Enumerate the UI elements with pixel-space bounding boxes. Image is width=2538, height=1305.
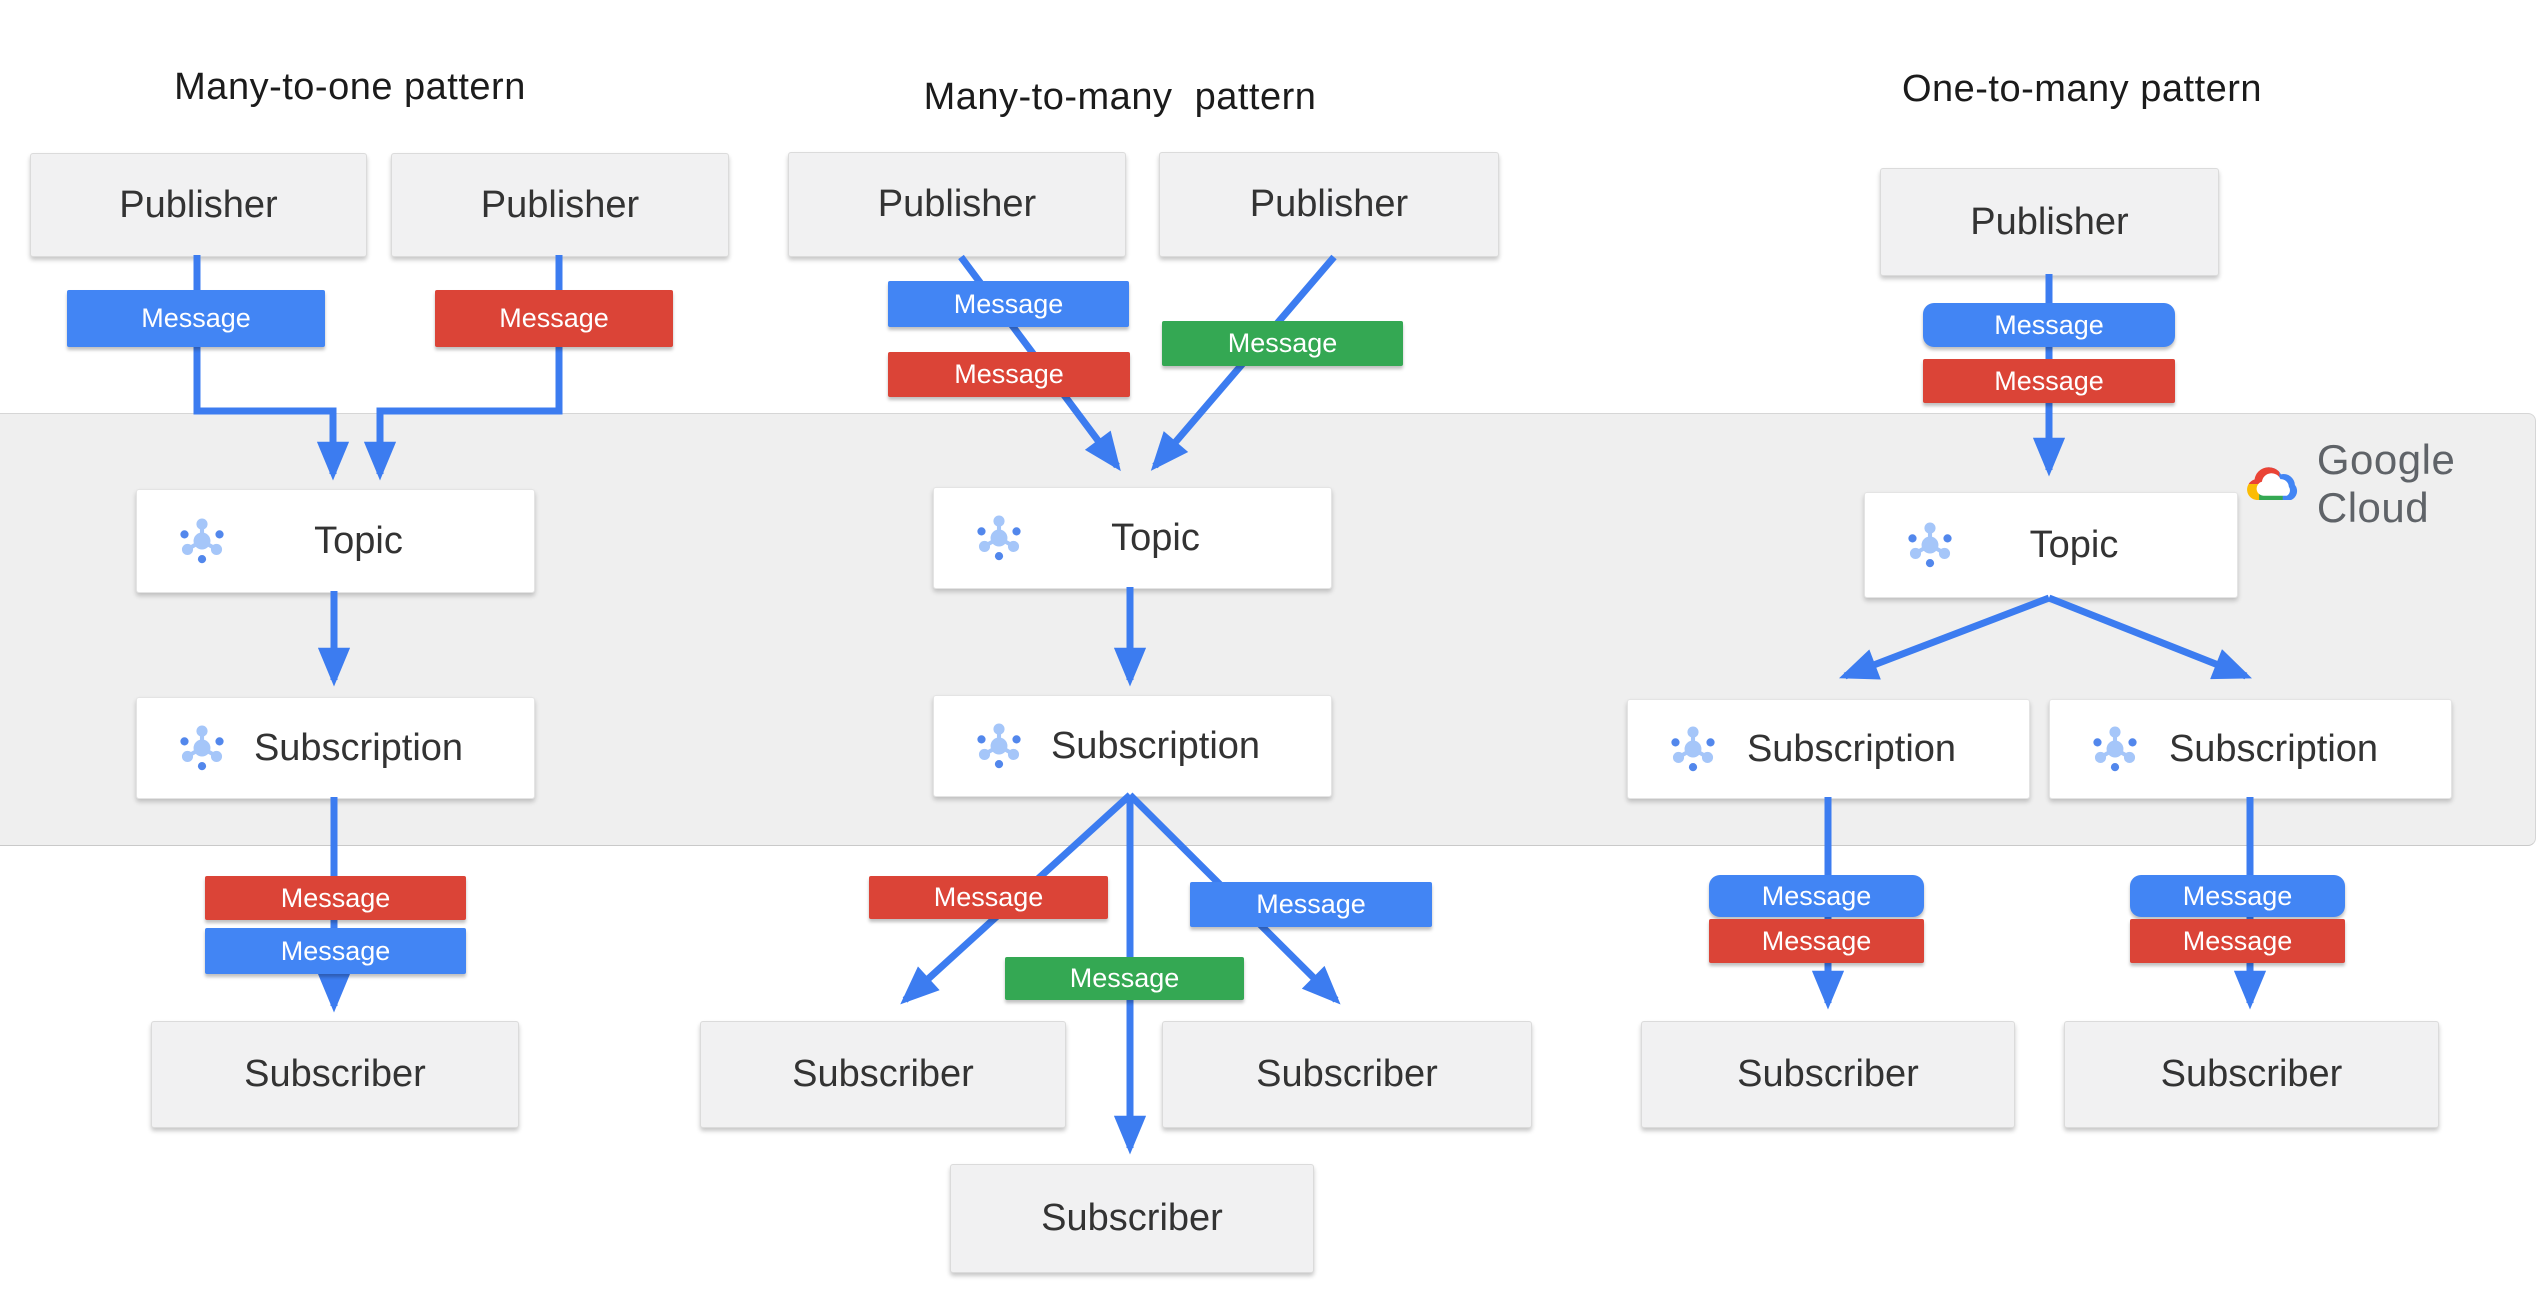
pattern-title-one-to-many: One-to-many pattern (1901, 68, 2263, 110)
topic-box: Topic (933, 487, 1332, 589)
subscriber-label: Subscriber (792, 1053, 974, 1095)
subscription-box: Subscription (2049, 699, 2452, 799)
subscription-box: Subscription (136, 697, 535, 799)
publisher-box: Publisher (391, 153, 729, 257)
message-label: Message (2182, 880, 2293, 911)
message-badge-blue: Message (205, 928, 466, 974)
message-label: Message (1994, 309, 2104, 340)
subscriber-box: Subscriber (1162, 1021, 1532, 1128)
subscription-label: Subscription (1746, 727, 1957, 770)
google-cloud-logo: Google Cloud (2244, 436, 2538, 532)
pattern-title-many-to-one: Many-to-one pattern (174, 66, 526, 108)
topic-label: Topic (1111, 516, 1200, 559)
subscription-box: Subscription (1627, 699, 2030, 799)
pattern-title-many-to-many: Many-to-many pattern (923, 76, 1317, 118)
publisher-label: Publisher (480, 183, 640, 226)
pubsub-icon (2093, 726, 2137, 772)
message-badge-blue: Message (1923, 303, 2175, 347)
message-badge-green: Message (1162, 321, 1403, 366)
subscriber-box: Subscriber (151, 1021, 519, 1128)
pubsub-icon (180, 518, 224, 564)
message-label: Message (280, 882, 391, 913)
subscriber-label: Subscriber (1737, 1053, 1919, 1095)
message-label: Message (141, 303, 251, 333)
message-label: Message (954, 359, 1064, 389)
message-badge-red: Message (1709, 919, 1924, 963)
google-cloud-wordmark: Google Cloud (2316, 436, 2456, 531)
subscriber-box: Subscriber (950, 1164, 1314, 1273)
subscriber-box: Subscriber (1641, 1021, 2015, 1128)
pubsub-icon (180, 725, 224, 771)
message-badge-red: Message (2130, 919, 2345, 963)
subscription-label: Subscription (253, 726, 464, 769)
message-badge-red: Message (888, 352, 1130, 397)
subscriber-box: Subscriber (700, 1021, 1066, 1128)
publisher-box: Publisher (1159, 152, 1499, 257)
message-badge-red: Message (869, 876, 1108, 919)
subscriber-label: Subscriber (1256, 1053, 1438, 1095)
publisher-box: Publisher (1880, 168, 2219, 276)
topic-label: Topic (2029, 523, 2119, 566)
message-label: Message (1994, 365, 2104, 396)
message-label: Message (1761, 925, 1872, 956)
pubsub-icon (977, 515, 1021, 561)
message-label: Message (280, 935, 391, 966)
message-badge-red: Message (205, 876, 466, 920)
subscription-label: Subscription (1050, 724, 1261, 767)
subscriber-label: Subscriber (244, 1053, 426, 1095)
subscription-label: Subscription (2168, 727, 2379, 770)
subscriber-box: Subscriber (2064, 1021, 2439, 1128)
subscription-box: Subscription (933, 695, 1332, 797)
topic-label: Topic (314, 519, 403, 562)
message-badge-blue: Message (67, 290, 325, 347)
publisher-label: Publisher (119, 183, 278, 226)
subscriber-label: Subscriber (2160, 1053, 2343, 1095)
message-badge-green: Message (1005, 957, 1244, 1000)
message-label: Message (1761, 880, 1872, 911)
message-label: Message (2182, 925, 2293, 956)
publisher-label: Publisher (1249, 183, 1409, 225)
publisher-label: Publisher (1970, 200, 2129, 243)
message-badge-blue: Message (1190, 882, 1432, 927)
message-label: Message (1069, 963, 1180, 993)
message-badge-red: Message (435, 290, 673, 347)
message-label: Message (499, 303, 609, 333)
topic-box: Topic (1864, 492, 2238, 598)
google-cloud-cloud-icon (2247, 467, 2298, 500)
message-label: Message (1227, 328, 1338, 358)
pubsub-icon (1908, 522, 1952, 568)
message-label: Message (933, 882, 1044, 912)
message-badge-red: Message (1923, 359, 2175, 403)
message-badge-blue: Message (1709, 875, 1924, 917)
message-badge-blue: Message (888, 281, 1129, 327)
message-badge-blue: Message (2130, 875, 2345, 917)
topic-box: Topic (136, 489, 535, 593)
publisher-box: Publisher (30, 153, 367, 257)
publisher-box: Publisher (788, 152, 1126, 257)
pubsub-icon (977, 723, 1021, 769)
message-label: Message (953, 288, 1064, 319)
subscriber-label: Subscriber (1041, 1197, 1223, 1239)
message-label: Message (1256, 889, 1366, 919)
publisher-label: Publisher (877, 183, 1037, 225)
pubsub-icon (1671, 726, 1715, 772)
